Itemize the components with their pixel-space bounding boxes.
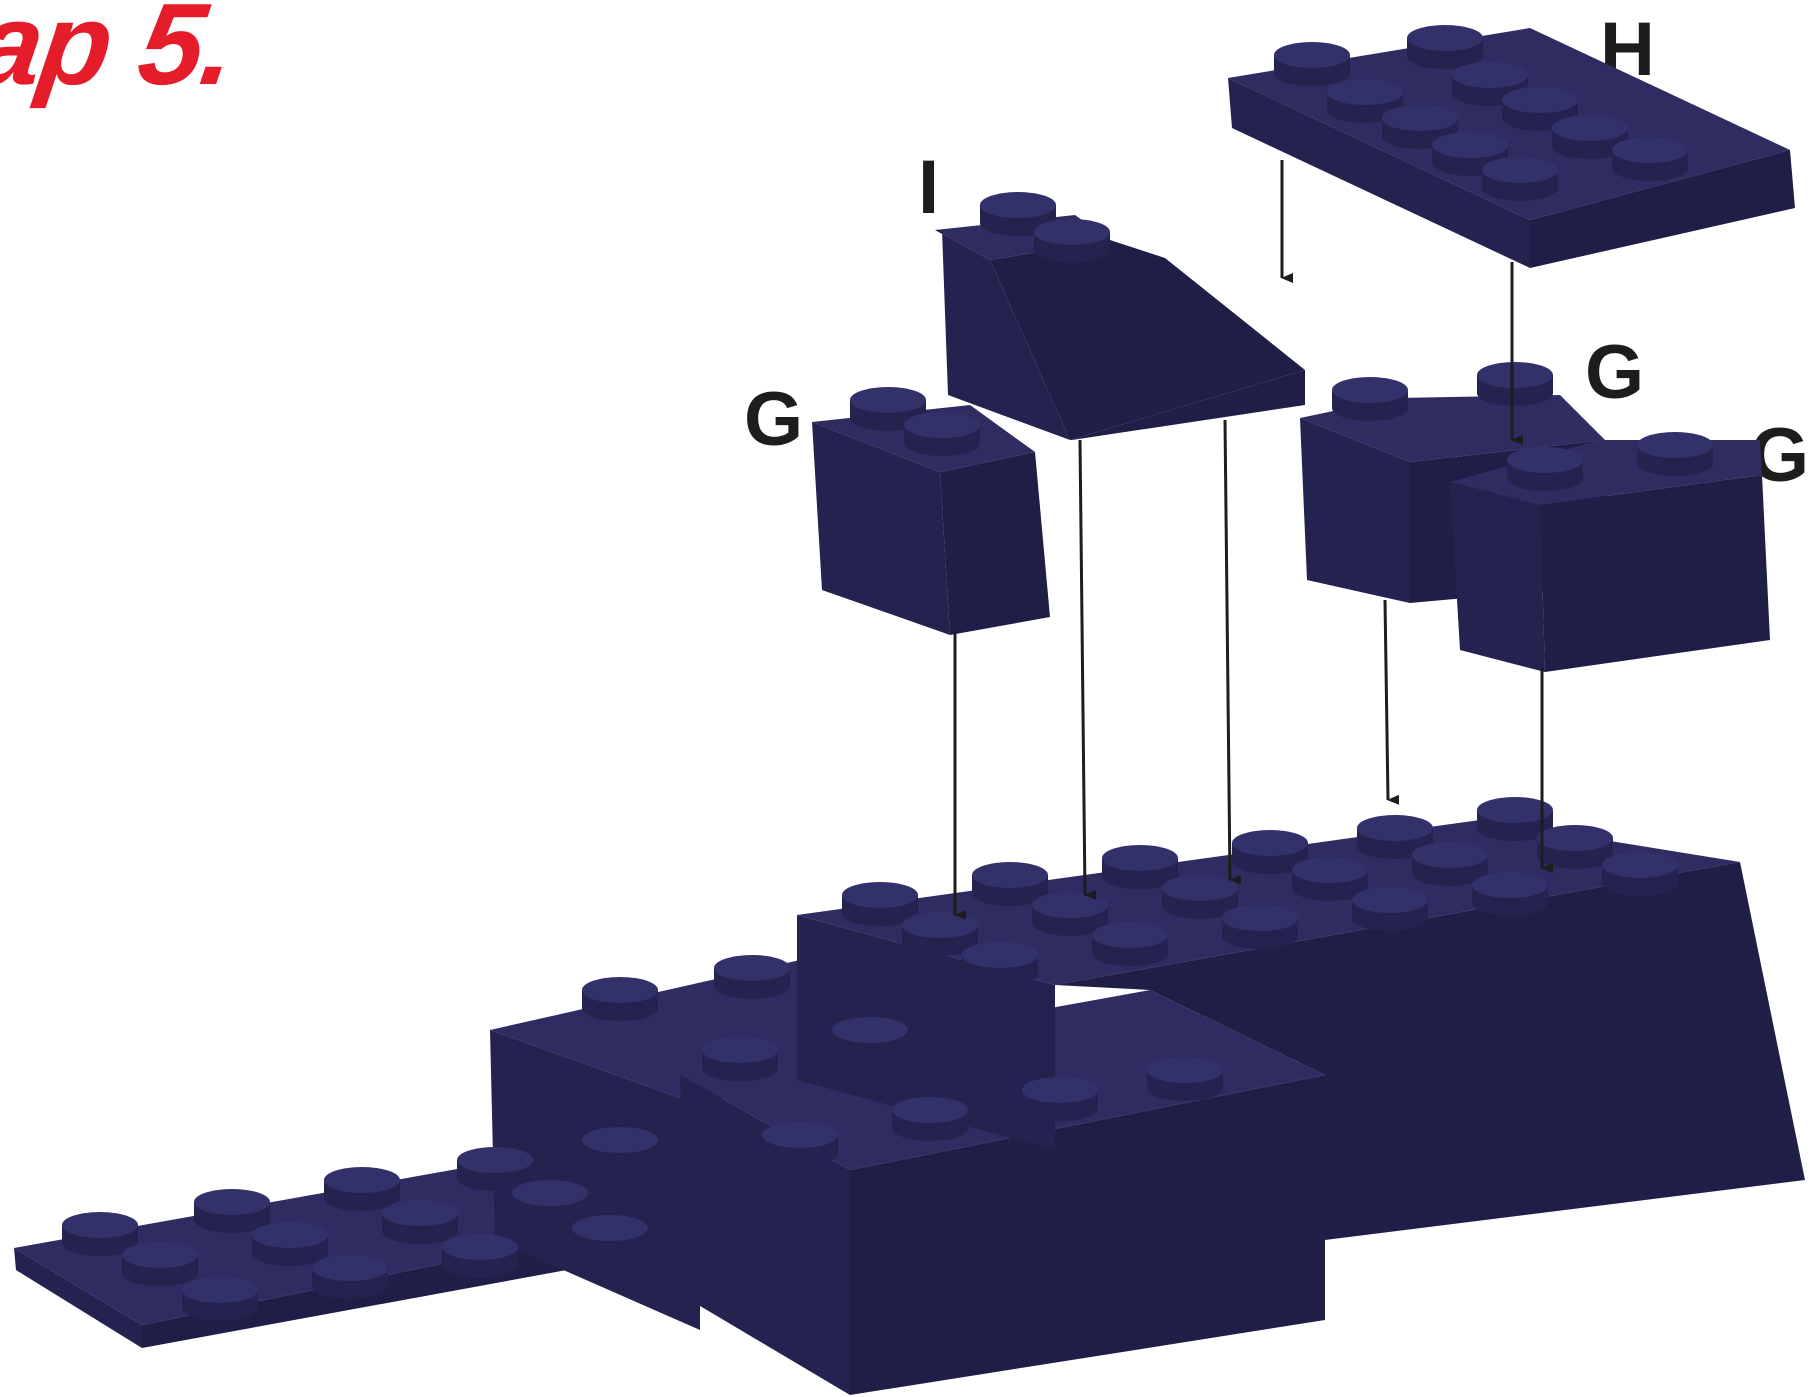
stud xyxy=(1352,887,1428,931)
stud xyxy=(1602,852,1678,896)
stud xyxy=(122,1242,198,1286)
stud xyxy=(702,1037,778,1081)
stud xyxy=(1637,432,1713,476)
piece-g-left-side xyxy=(940,452,1050,635)
stud xyxy=(714,955,790,999)
placement-arrow xyxy=(1385,600,1388,800)
stud xyxy=(762,1122,838,1166)
stud xyxy=(1222,905,1298,949)
stud xyxy=(1022,1077,1098,1121)
stud xyxy=(312,1255,388,1299)
placement-arrow xyxy=(1225,420,1230,880)
piece-g-right-side xyxy=(1540,475,1770,672)
piece-g-right xyxy=(1450,440,1770,672)
stud xyxy=(252,1222,328,1266)
stud xyxy=(1147,1057,1223,1101)
stud xyxy=(324,1167,400,1211)
piece-i-slope xyxy=(935,215,1305,440)
stud xyxy=(1472,872,1548,916)
stud xyxy=(892,1097,968,1141)
stud xyxy=(194,1189,270,1233)
stud xyxy=(904,412,980,456)
stud xyxy=(1274,42,1350,86)
stud xyxy=(962,942,1038,986)
piece-g-right-front xyxy=(1450,482,1545,672)
stud xyxy=(382,1200,458,1244)
stud xyxy=(582,1127,658,1171)
stud xyxy=(1477,362,1553,406)
stud xyxy=(1482,157,1558,201)
stud xyxy=(442,1234,518,1278)
stud xyxy=(1507,447,1583,491)
stud xyxy=(572,1215,648,1259)
stud xyxy=(832,1017,908,1061)
stud xyxy=(1612,137,1688,181)
stud xyxy=(512,1180,588,1224)
stud xyxy=(1537,825,1613,869)
stud xyxy=(1034,219,1110,263)
stud xyxy=(1407,25,1483,69)
placement-arrow xyxy=(1080,440,1085,895)
stud xyxy=(1332,377,1408,421)
stud xyxy=(1092,922,1168,966)
stud xyxy=(582,977,658,1021)
stud xyxy=(182,1277,258,1321)
